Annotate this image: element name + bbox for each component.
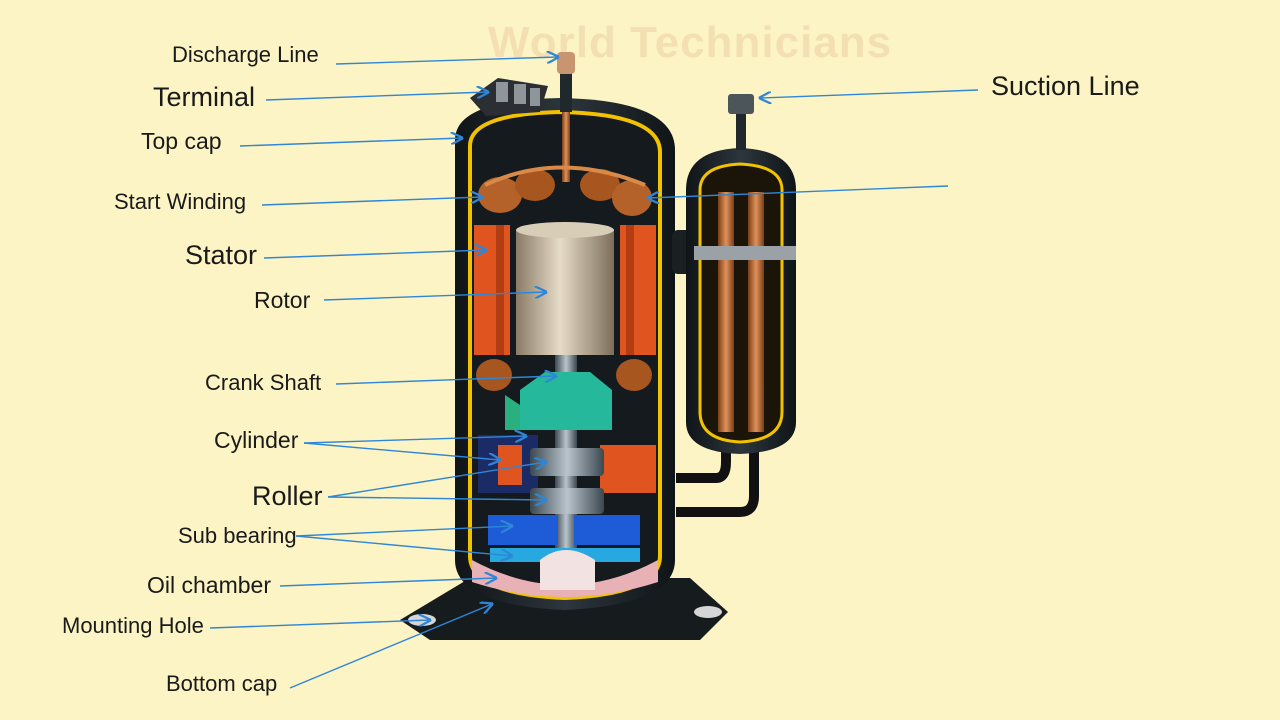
label-terminal: Terminal [153, 82, 256, 112]
leader-terminal [265, 92, 488, 101]
leader-cylinder-2 [303, 442, 500, 460]
suction-inlet [728, 94, 754, 150]
accumulator [686, 148, 796, 454]
lower-windings [476, 359, 652, 391]
label-mounting-hole: Mounting Hole [62, 613, 204, 638]
leader-top-cap [239, 138, 462, 147]
leader-bottom-cap [289, 604, 492, 689]
leader-rotor [323, 292, 546, 301]
leader-cylinder-1 [303, 436, 526, 444]
leader-crank-shaft [335, 376, 556, 385]
oil-chamber [472, 550, 658, 597]
label-cylinder: Cylinder [214, 427, 299, 453]
label-start-winding: Start Winding [114, 189, 247, 214]
label-top-cap: Top cap [141, 128, 222, 154]
start-winding [478, 165, 652, 216]
label-bottom-cap: Bottom cap [166, 671, 278, 696]
leader-start-winding [261, 197, 482, 206]
leader-sub-bearing-2 [295, 535, 512, 556]
stator [474, 225, 656, 355]
label-discharge-line: Discharge Line [172, 42, 319, 67]
label-suction-line: Suction Line [991, 71, 1140, 101]
leader-oil-chamber [279, 578, 496, 587]
label-roller: Roller [252, 481, 323, 511]
label-crank-shaft: Crank Shaft [205, 370, 322, 395]
internal-discharge-tube [562, 112, 570, 182]
label-rotor: Rotor [254, 287, 311, 313]
terminal-block [470, 78, 548, 116]
label-sub-bearing: Sub bearing [178, 523, 297, 548]
leader-stator [263, 250, 486, 259]
leader-mounting-hole [209, 620, 430, 629]
leader-discharge-line [335, 57, 558, 65]
leader-suction-line [760, 89, 979, 98]
roller [530, 448, 604, 514]
leader-sub-bearing-1 [295, 526, 512, 537]
label-oil-chamber: Oil chamber [147, 572, 271, 598]
leader-roller-2 [327, 497, 546, 500]
leader-roller-1 [327, 462, 546, 498]
discharge-pipe [557, 52, 575, 112]
cylinder [478, 435, 656, 493]
leader-accumulator [648, 185, 949, 198]
label-stator: Stator [185, 240, 258, 270]
